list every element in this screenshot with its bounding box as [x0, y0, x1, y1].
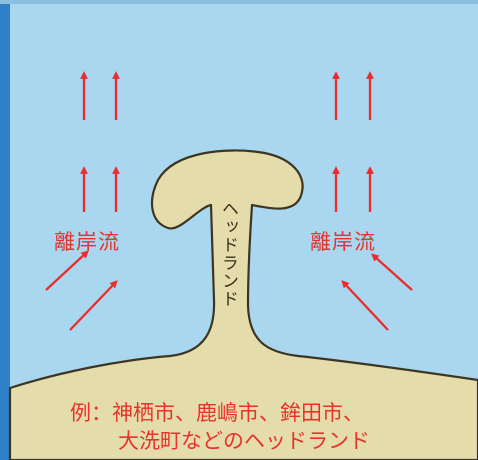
arrows-left-upper — [80, 71, 120, 212]
arrows-left-diagonal — [45, 250, 118, 331]
arrow-diagonal — [341, 280, 389, 331]
arrow-diagonal — [45, 250, 89, 291]
arrows-right-upper — [332, 71, 374, 212]
caption-line-1: 例：神栖市、鹿嶋市、鉾田市、 — [70, 401, 364, 425]
arrow-diagonal — [371, 253, 413, 291]
arrows-right-diagonal — [341, 253, 413, 331]
caption-line-2: 大洗町などのヘッドランド — [118, 429, 370, 453]
headland-label: ヘッドランド — [218, 200, 238, 308]
frame-left-strip — [0, 0, 10, 460]
rip-current-label-left: 離岸流 — [54, 230, 120, 254]
frame-top-line — [0, 0, 478, 4]
coast-land — [8, 149, 478, 460]
rip-current-label-right: 離岸流 — [310, 230, 376, 254]
arrow-diagonal — [69, 280, 118, 331]
